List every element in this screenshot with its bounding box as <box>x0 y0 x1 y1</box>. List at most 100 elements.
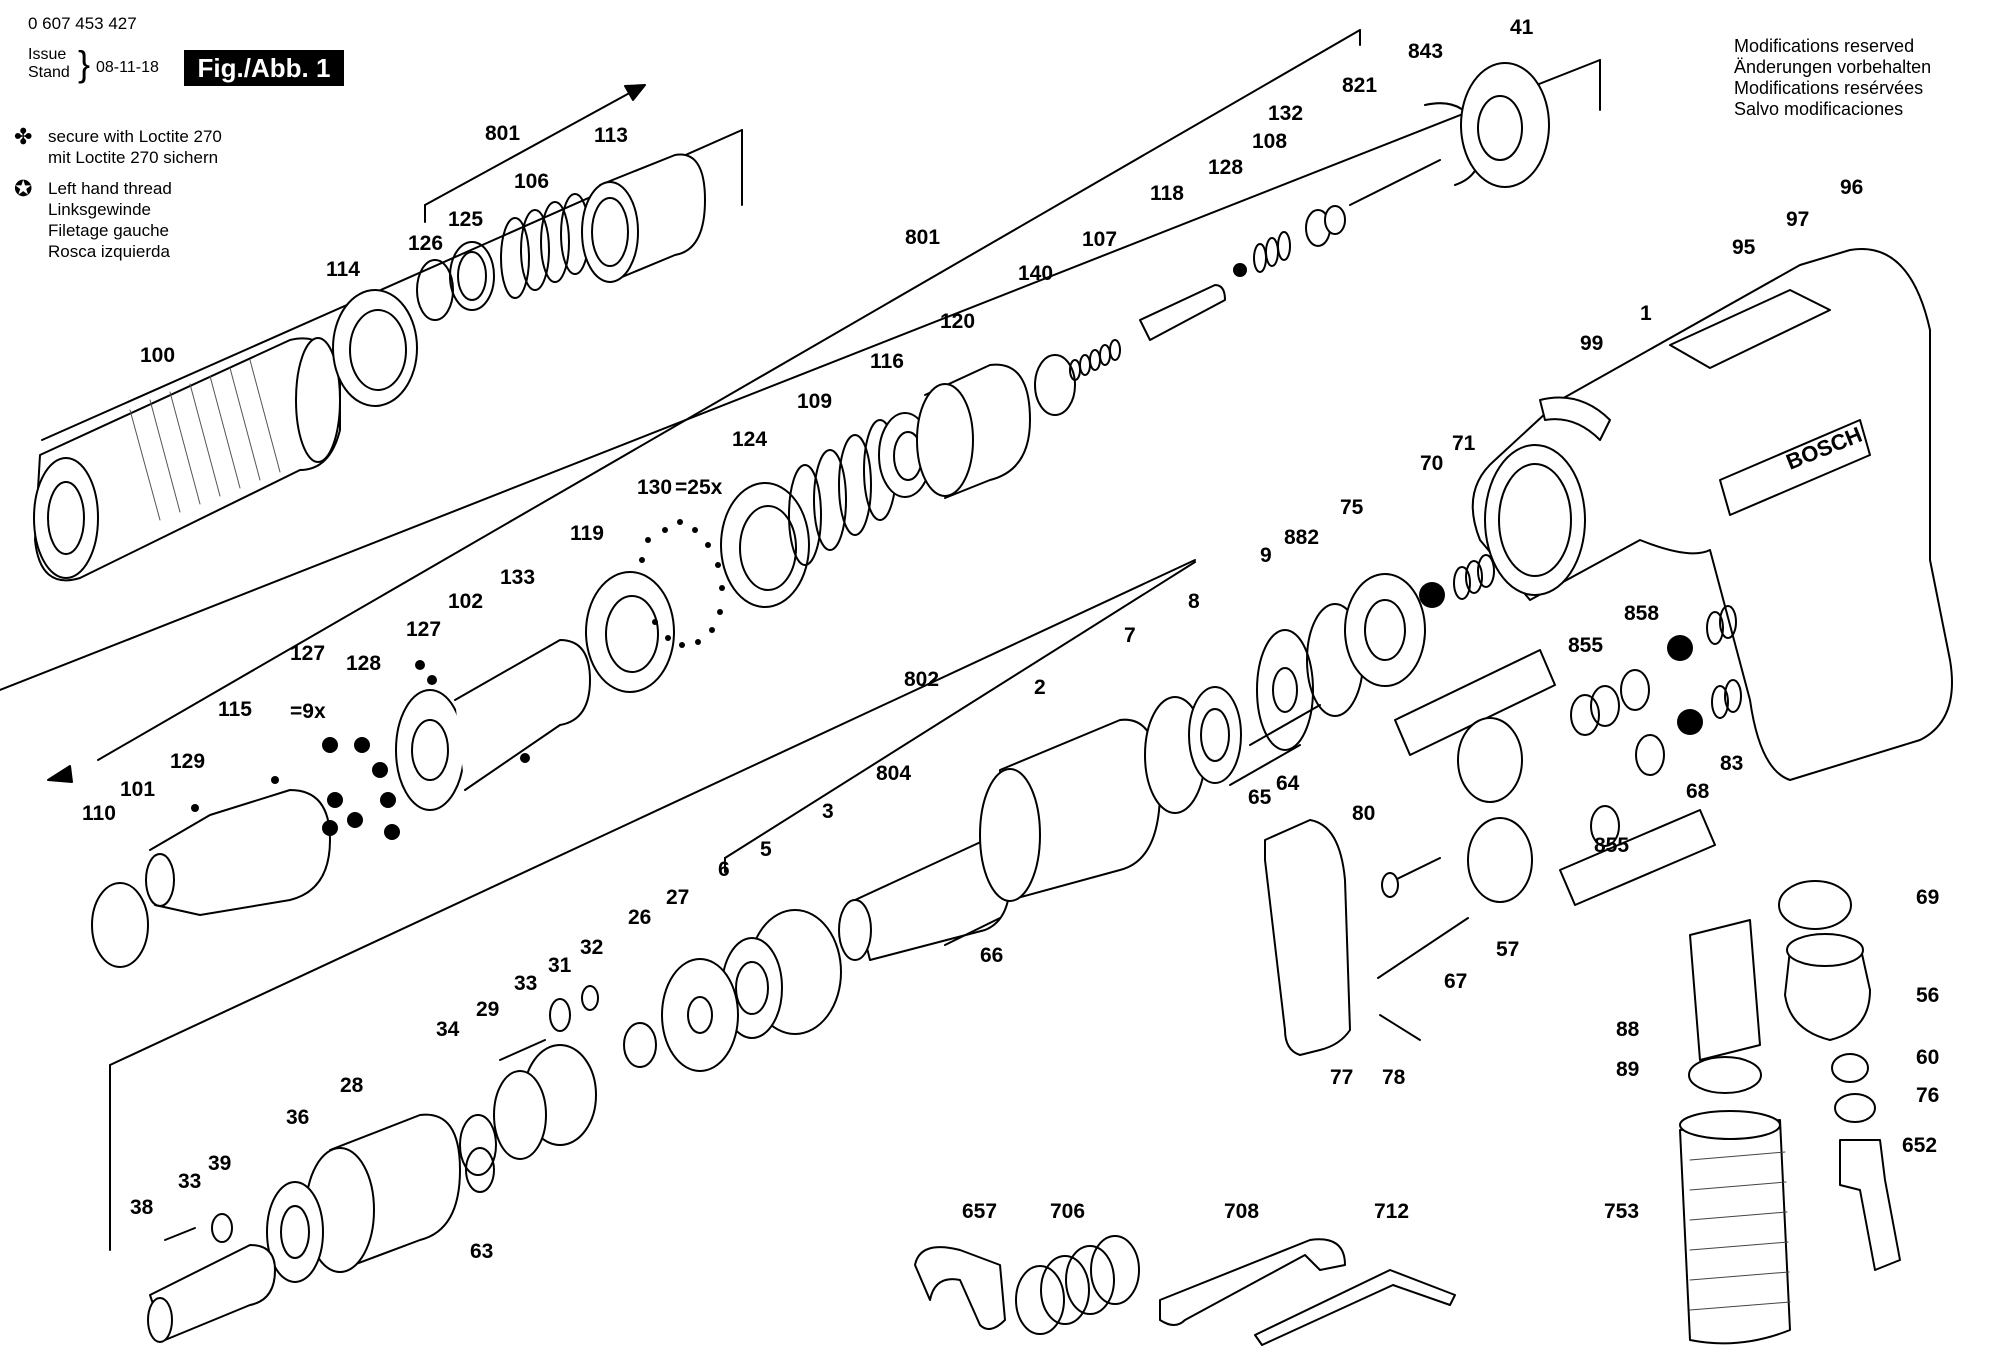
label-27: 27 <box>666 886 689 909</box>
housing-120 <box>916 363 1031 499</box>
band-99 <box>1539 396 1611 441</box>
label-843: 843 <box>1408 40 1443 63</box>
modifications-notice: Modifications reserved Änderungen vorbeh… <box>1734 36 1931 120</box>
stand-label: Stand <box>28 64 70 81</box>
left-thread-line-de: Linksgewinde <box>48 200 152 219</box>
label-120: 120 <box>940 310 975 333</box>
plate-95 <box>1669 289 1831 369</box>
label-127-upper: 127 <box>406 618 441 641</box>
brace-glyph: } <box>78 43 91 84</box>
label-708: 708 <box>1224 1200 1259 1223</box>
clip-657 <box>914 1246 1006 1330</box>
label-712: 712 <box>1374 1200 1409 1223</box>
label-106: 106 <box>514 170 549 193</box>
label-129: 129 <box>170 750 205 773</box>
ring-69 <box>1778 880 1852 930</box>
hose-nipple-652 <box>1839 1139 1901 1271</box>
label-107: 107 <box>1082 228 1117 251</box>
carrier-29 <box>493 1044 597 1160</box>
leader-rails <box>47 29 1361 873</box>
label-66: 66 <box>980 944 1003 967</box>
label-63: 63 <box>470 1240 493 1263</box>
spindle-101 <box>91 789 331 968</box>
label-128-lower: 128 <box>346 652 381 675</box>
label-7: 7 <box>1124 624 1136 647</box>
screw-132 <box>1305 205 1346 247</box>
label-821: 821 <box>1342 74 1377 97</box>
ring-114 <box>332 289 418 407</box>
label-133: 133 <box>500 566 535 589</box>
circlip-63 <box>465 1147 495 1193</box>
label-128-top: 128 <box>1208 156 1243 179</box>
label-69: 69 <box>1916 886 1939 909</box>
label-126: 126 <box>408 232 443 255</box>
loctite-icon: ✤ <box>14 124 33 149</box>
springs-83 <box>1706 605 1742 719</box>
label-57: 57 <box>1496 938 1519 961</box>
label-804: 804 <box>876 762 911 785</box>
label-130-qty: =25x <box>675 476 723 499</box>
spring-706 <box>1015 1235 1140 1335</box>
label-83: 83 <box>1720 752 1743 775</box>
disc-89 <box>1688 1056 1762 1094</box>
valve-block-858 <box>1394 649 1716 906</box>
rings-125-126 <box>416 241 495 321</box>
label-68: 68 <box>1686 780 1710 803</box>
left-thread-icon: ✪ <box>14 176 33 201</box>
label-28: 28 <box>340 1074 364 1097</box>
label-882: 882 <box>1284 526 1319 549</box>
label-70: 70 <box>1420 452 1443 475</box>
filter-60 <box>1831 1053 1869 1083</box>
valve-57 <box>1457 717 1533 903</box>
label-96: 96 <box>1840 176 1863 199</box>
label-64: 64 <box>1276 772 1300 795</box>
label-39: 39 <box>208 1152 231 1175</box>
label-130: 130 <box>637 476 672 499</box>
ring-34 <box>459 1114 497 1176</box>
ring-124 <box>720 482 810 608</box>
loctite-line-en: secure with Loctite 270 <box>48 127 222 146</box>
label-76: 76 <box>1916 1084 1939 1107</box>
label-113: 113 <box>594 124 628 147</box>
label-127-qty: =9x <box>290 700 326 723</box>
label-88: 88 <box>1616 1018 1640 1041</box>
label-1: 1 <box>1640 302 1652 325</box>
modifications-line-es: Salvo modificaciones <box>1734 99 1904 119</box>
label-119: 119 <box>570 522 604 545</box>
ball-128 <box>1233 263 1247 277</box>
label-8: 8 <box>1188 590 1200 613</box>
label-5: 5 <box>760 838 772 861</box>
label-group: 41 843 821 132 108 128 118 107 140 120 8… <box>82 16 1939 1263</box>
left-thread-note: ✪ Left hand thread Linksgewinde Filetage… <box>14 178 222 262</box>
ring-140 <box>1034 354 1076 416</box>
label-132: 132 <box>1268 102 1303 125</box>
label-41: 41 <box>1510 16 1534 39</box>
trigger-77 <box>1264 819 1351 1056</box>
figure-label: Fig./Abb. 1 <box>184 50 344 86</box>
label-100: 100 <box>140 344 175 367</box>
pin-118 <box>1139 284 1226 341</box>
label-80: 80 <box>1352 802 1375 825</box>
label-3: 3 <box>822 800 834 823</box>
label-102: 102 <box>448 590 483 613</box>
filter-block-88 <box>1689 919 1761 1061</box>
ball-70 <box>1419 582 1445 608</box>
label-31: 31 <box>548 954 572 977</box>
spring-71 <box>1453 554 1495 600</box>
label-65: 65 <box>1248 786 1272 809</box>
part-number: 0 607 453 427 <box>28 14 137 33</box>
ball-ring-130 <box>639 519 725 648</box>
seals-855 <box>1570 669 1665 847</box>
ring-119 <box>585 571 675 693</box>
assembly-frames <box>0 59 1601 1251</box>
modifications-line-fr: Modifications resérvées <box>1734 78 1924 98</box>
hex-key-712 <box>1254 1269 1456 1346</box>
pins-66-67-78 <box>944 704 1469 1041</box>
cage-102 <box>395 639 591 811</box>
label-753: 753 <box>1604 1200 1639 1223</box>
label-125: 125 <box>448 208 483 231</box>
label-36: 36 <box>286 1106 309 1129</box>
label-109: 109 <box>797 390 832 413</box>
issue-date: 08-11-18 <box>96 59 159 76</box>
